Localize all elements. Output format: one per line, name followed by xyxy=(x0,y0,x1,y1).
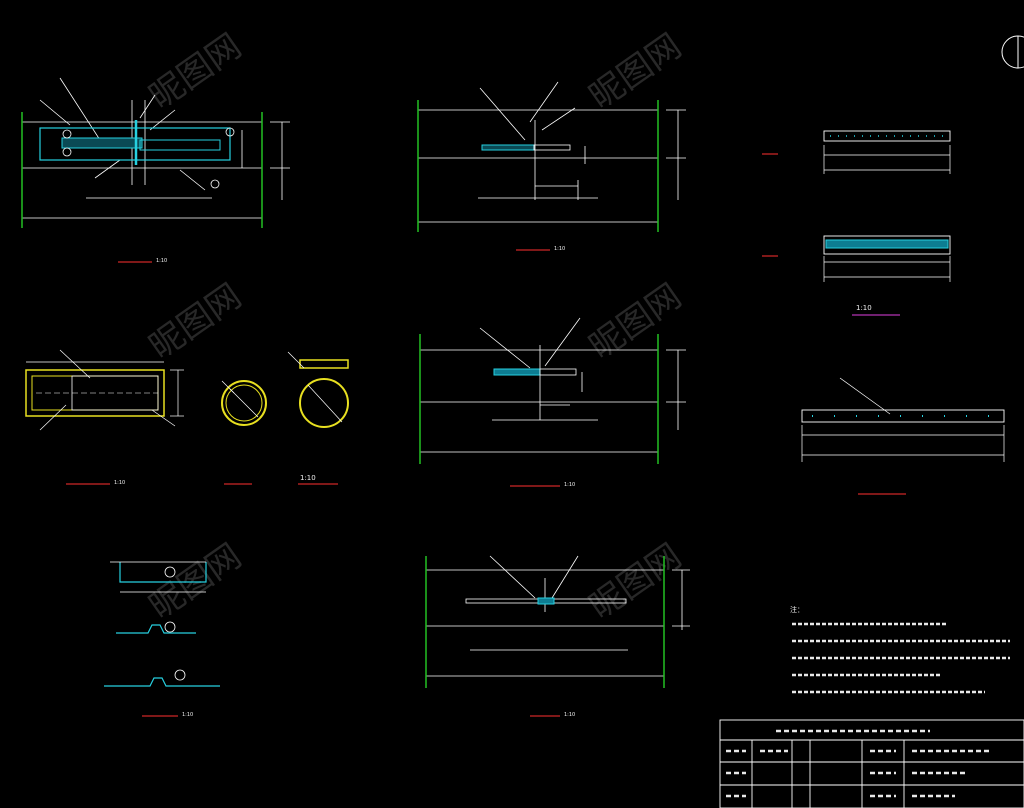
title-block xyxy=(719,719,1024,808)
detail-6-scale: 1:10 xyxy=(114,480,125,486)
detail-10-scale: 1:10 xyxy=(564,712,575,718)
detail-1: 1:10 xyxy=(21,77,290,264)
detail-8: 1:10 xyxy=(419,317,686,488)
notes: 注： xyxy=(790,605,1010,694)
detail-5 xyxy=(801,377,1005,495)
detail-9: 1:10 xyxy=(104,561,220,718)
watermark: 昵图网 昵图网 昵图网 昵图网 昵图网 昵图网 xyxy=(142,26,688,627)
detail-10: 1:10 xyxy=(425,555,690,718)
detail-7: 1:10 xyxy=(221,351,349,485)
detail-1-scale: 1:10 xyxy=(156,258,167,264)
north-arrow xyxy=(1001,35,1024,69)
watermark-text: 昵图网 xyxy=(142,26,248,117)
detail-8-scale: 1:10 xyxy=(564,482,575,488)
title-block-text xyxy=(726,729,990,798)
detail-4: 1:10 xyxy=(762,235,951,316)
detail-9-scale: 1:10 xyxy=(182,712,193,718)
detail-2-scale: 1:10 xyxy=(554,246,565,252)
detail-3 xyxy=(762,130,951,174)
detail-6: 1:10 xyxy=(25,349,184,486)
watermark-text: 昵图网 xyxy=(582,276,688,367)
notes-heading: 注： xyxy=(790,605,804,614)
watermark-text: 昵图网 xyxy=(582,536,688,627)
detail-7b-title: 1:10 xyxy=(300,474,316,482)
detail-2: 1:10 xyxy=(417,81,686,252)
watermark-text: 昵图网 xyxy=(582,26,688,117)
watermark-text: 昵图网 xyxy=(142,276,248,367)
detail-4-caption: 1:10 xyxy=(856,304,872,312)
